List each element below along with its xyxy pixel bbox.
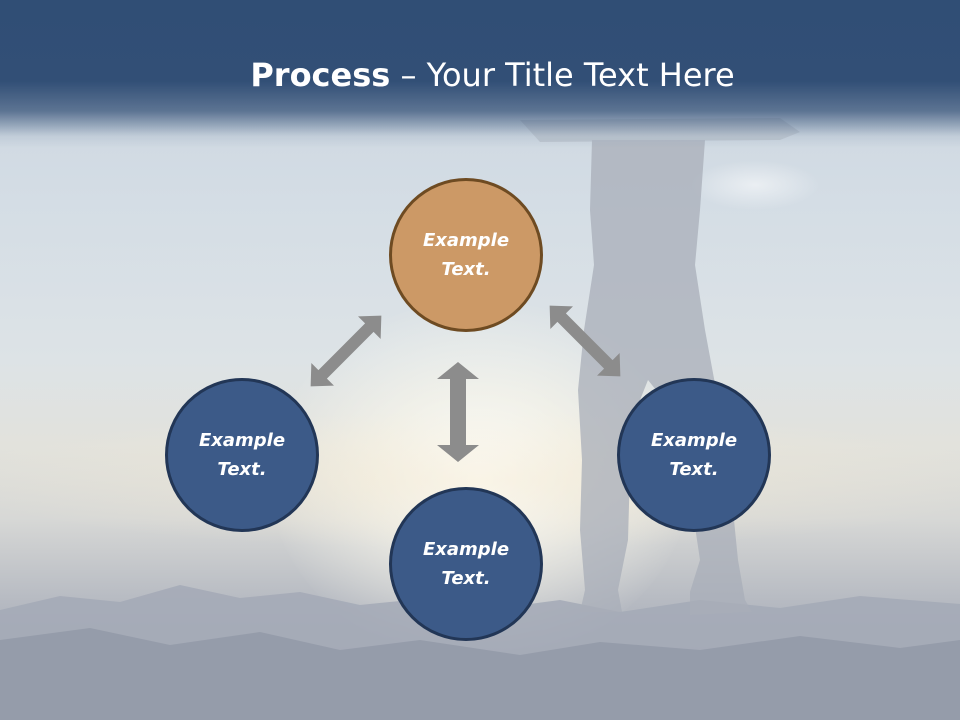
slide-title-bold: Process [250,56,391,94]
double-arrow-vertical [437,362,479,462]
process-node-right: Example Text. [617,378,771,532]
slide-title-rest: – Your Title Text Here [390,56,735,94]
background-rocks [0,628,960,720]
process-node-top: Example Text. [389,178,543,332]
slide-title: Process – Your Title Text Here [0,52,960,98]
process-node-bottom: Example Text. [389,487,543,641]
double-arrow-top-right [549,305,621,377]
background-cloud [690,160,820,210]
process-node-left: Example Text. [165,378,319,532]
title-bar [0,0,960,148]
double-arrow-top-left [310,315,382,387]
